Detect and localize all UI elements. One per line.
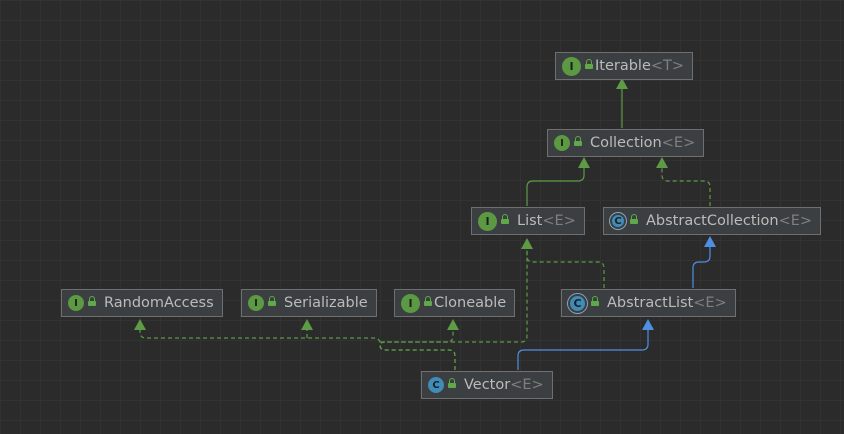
- arrowhead: [447, 319, 459, 330]
- arrowhead: [656, 157, 668, 168]
- node-abstract-list[interactable]: C AbstractList<E>: [561, 289, 736, 317]
- node-label: Collection: [590, 135, 662, 151]
- node-abstract-collection[interactable]: C AbstractCollection<E>: [603, 207, 822, 235]
- edge-abstractlist-abstractcollection: [692, 247, 711, 288]
- node-label: Serializable: [284, 295, 368, 311]
- arrowhead: [704, 236, 716, 247]
- node-label: AbstractList: [607, 295, 694, 311]
- interface-icon: I: [401, 293, 420, 313]
- type-param: E: [790, 213, 800, 229]
- interface-icon: I: [478, 211, 497, 231]
- lock-icon: [630, 214, 638, 224]
- lock-icon: [585, 59, 593, 69]
- edge-vector-abstractlist: [517, 330, 649, 370]
- node-cloneable[interactable]: I Cloneable: [394, 289, 516, 317]
- arrowhead: [134, 319, 146, 330]
- class-icon: C: [428, 377, 444, 393]
- node-list[interactable]: I List<E>: [471, 207, 585, 235]
- node-collection[interactable]: I Collection<E>: [547, 129, 705, 157]
- type-param: T: [663, 58, 672, 74]
- edge-list-collection: [526, 167, 585, 206]
- lock-icon: [591, 296, 599, 306]
- node-vector[interactable]: C Vector<E>: [421, 371, 553, 399]
- node-iterable[interactable]: I Iterable<T>: [555, 52, 694, 80]
- arrowhead: [578, 157, 590, 168]
- edge-abstractcollection-collection: [661, 167, 711, 206]
- type-param: E: [705, 295, 715, 311]
- node-random-access[interactable]: I RandomAccess: [61, 289, 223, 317]
- arrowhead: [616, 78, 628, 89]
- node-serializable[interactable]: I Serializable: [241, 289, 377, 317]
- lock-icon: [448, 378, 456, 388]
- arrowhead: [642, 319, 654, 330]
- type-param: E: [554, 213, 564, 229]
- node-label: Vector: [464, 377, 511, 393]
- node-label: Cloneable: [434, 295, 507, 311]
- node-label: AbstractCollection: [646, 213, 779, 229]
- interface-icon: I: [248, 295, 264, 311]
- lock-icon: [88, 296, 96, 306]
- lock-icon: [424, 296, 432, 306]
- edge-abstractlist-list: [526, 248, 605, 288]
- lock-icon: [574, 136, 582, 146]
- interface-icon: I: [554, 135, 570, 151]
- node-label: RandomAccess: [104, 295, 214, 311]
- node-label: List: [517, 213, 543, 229]
- type-param: E: [522, 377, 532, 393]
- arrowhead: [521, 238, 533, 249]
- interface-icon: I: [562, 56, 581, 76]
- type-param: E: [673, 135, 684, 151]
- edge-vector-randomaccess: [139, 330, 456, 370]
- abstract-class-icon: C: [610, 213, 626, 229]
- lock-icon: [268, 296, 276, 306]
- lock-icon: [501, 214, 509, 224]
- arrowhead: [301, 319, 313, 330]
- node-label: Iterable: [595, 58, 651, 74]
- abstract-class-icon: C: [568, 293, 587, 313]
- edge-vector-cloneable: [380, 330, 454, 343]
- interface-icon: I: [68, 295, 84, 311]
